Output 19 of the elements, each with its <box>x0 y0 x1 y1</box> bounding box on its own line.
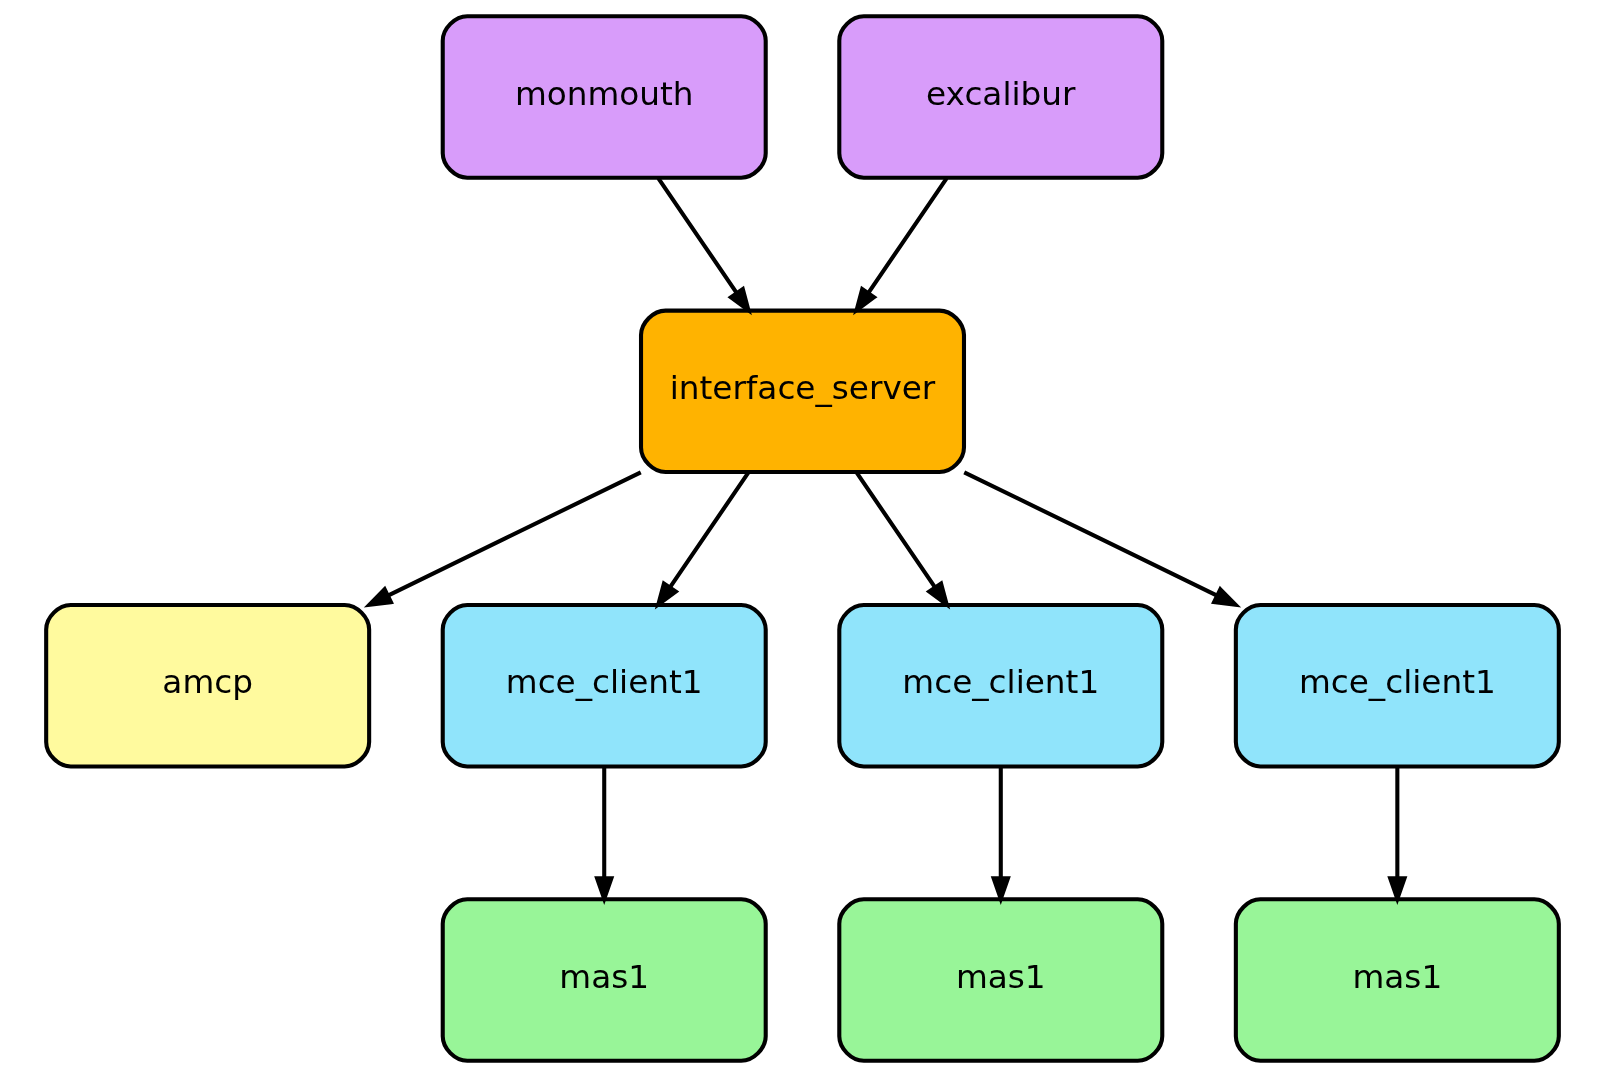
arrow <box>654 471 750 610</box>
arrow <box>1386 767 1407 905</box>
node-box: interface_server <box>638 308 966 475</box>
node-box: excalibur <box>836 14 1164 180</box>
node-box: monmouth <box>440 14 768 180</box>
arrow <box>852 177 948 316</box>
node-box: mce_client1 <box>440 602 768 769</box>
arrow <box>593 767 614 905</box>
node-box: mas1 <box>1233 897 1561 1063</box>
node-box: mce_client1 <box>836 602 1164 769</box>
arrow <box>990 767 1011 905</box>
arrow <box>656 177 752 316</box>
node-box: amcp <box>43 602 371 769</box>
node-box: mas1 <box>440 897 768 1063</box>
arrow <box>962 470 1241 608</box>
node-box: mas1 <box>836 897 1164 1063</box>
arrow <box>854 471 950 610</box>
arrow <box>363 470 642 608</box>
node-box: mce_client1 <box>1233 602 1561 769</box>
